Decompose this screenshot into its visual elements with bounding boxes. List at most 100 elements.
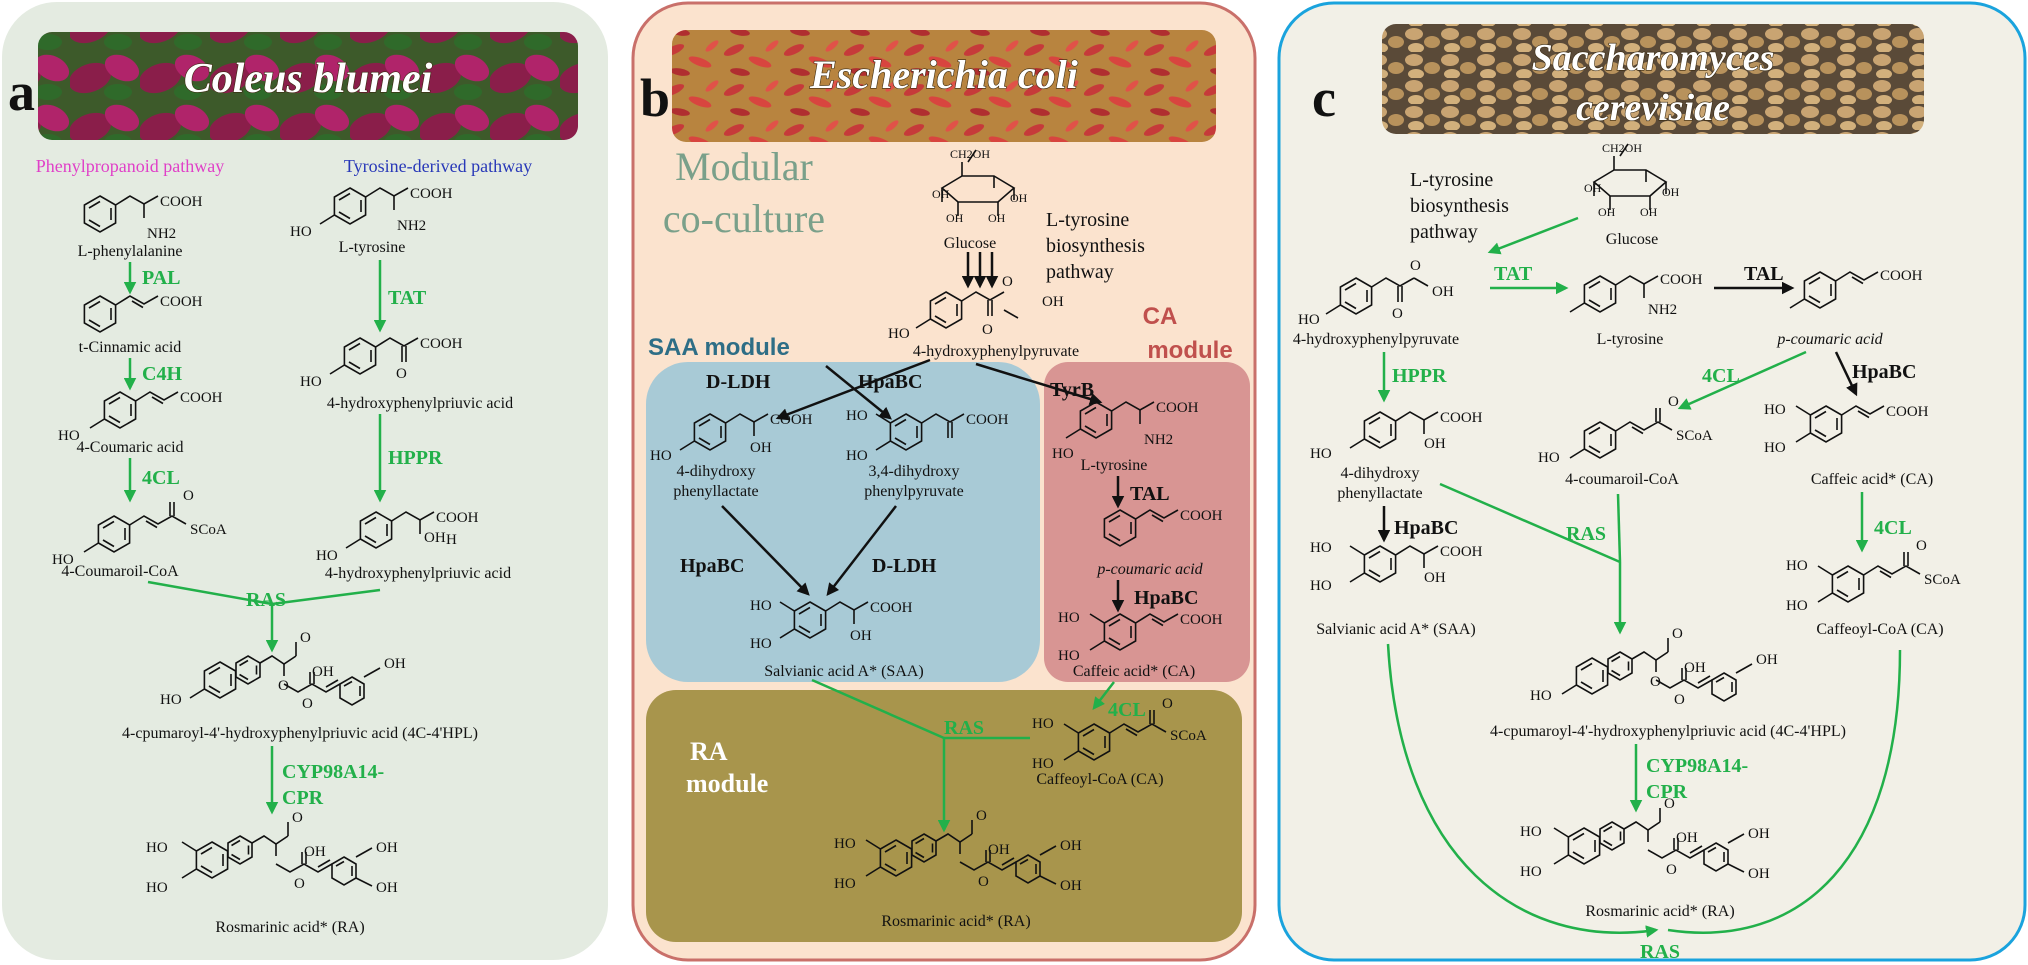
svg-text:O: O	[982, 322, 993, 338]
enzyme-hpabc-b2: HpaBC	[680, 555, 744, 577]
svg-text:O: O	[278, 678, 289, 694]
svg-text:HO: HO	[1310, 578, 1332, 594]
banner-a-image	[38, 32, 578, 140]
structure-dihydroxyphenyllactate-c: HO COOH OH	[1310, 410, 1483, 462]
svg-text:OH: OH	[1676, 830, 1698, 846]
svg-text:OH: OH	[1748, 866, 1770, 882]
svg-text:O: O	[1672, 626, 1683, 642]
svg-text:HO: HO	[888, 326, 910, 342]
label-p-coumaric-acid-b: p-coumaric acid	[1096, 561, 1203, 578]
enzyme-cyp98a14-a: CYP98A14-	[282, 761, 384, 783]
svg-text:COOH: COOH	[410, 186, 453, 202]
panel-c: Saccharomyces cerevisiae c L-tyrosine bi…	[1277, 1, 2027, 963]
svg-text:OH: OH	[424, 530, 446, 546]
enzyme-ras-c1: RAS	[1566, 523, 1606, 545]
enzyme-4cl-a: 4CL	[142, 467, 180, 489]
structure-rosmarinic-acid-b: HO HO O OH O OH OH	[834, 808, 1082, 894]
svg-text:OH: OH	[1756, 652, 1778, 668]
svg-text:O: O	[1162, 696, 1173, 712]
svg-text:O: O	[1916, 538, 1927, 554]
tyrosine-derived-pathway-label: Tyrosine-derived pathway	[344, 156, 532, 176]
svg-text:CH2OH: CH2OH	[1602, 141, 1642, 155]
svg-text:HO: HO	[1764, 402, 1786, 418]
svg-text:COOH: COOH	[1880, 268, 1923, 284]
svg-text:SCoA: SCoA	[1924, 572, 1961, 588]
svg-text:COOH: COOH	[436, 510, 479, 526]
label-4-hydroxyphenylpyruvate-c: 4-hydroxyphenylpyruvate	[1293, 331, 1459, 348]
svg-text:OH: OH	[932, 187, 950, 201]
enzyme-hpabc-b1: HpaBC	[858, 371, 922, 393]
label-4c-4hpl-c: 4-cpumaroyl-4'-hydroxyphenylpriuvic acid…	[1490, 723, 1846, 740]
svg-text:COOH: COOH	[1156, 400, 1199, 416]
label-4-coumaroil-coa-c: 4-coumaroil-CoA	[1565, 471, 1679, 488]
label-glucose-b: Glucose	[944, 235, 996, 252]
svg-text:COOH: COOH	[1180, 508, 1223, 524]
enzyme-hpabc-c1: HpaBC	[1394, 517, 1458, 539]
label-4-hydroxyphenyllactate-a: 4-hydroxyphenylpriuvic acid	[325, 565, 511, 582]
enzyme-tal-b: TAL	[1130, 483, 1170, 505]
svg-text:HO: HO	[316, 548, 338, 564]
svg-text:COOH: COOH	[160, 194, 203, 210]
label-salvianic-acid-a-c: Salvianic acid A* (SAA)	[1316, 621, 1476, 638]
label-t-cinnamic-acid: t-Cinnamic acid	[79, 339, 182, 356]
label-dhpl-c-1: 4-dihydroxy	[1340, 465, 1419, 482]
co-culture-title: co-culture	[663, 196, 825, 241]
ca-module-title-1: CA	[1143, 303, 1178, 330]
svg-text:OH: OH	[750, 440, 772, 456]
enzyme-hppr-a: HPPR	[388, 447, 443, 469]
svg-text:COOH: COOH	[966, 412, 1009, 428]
modular-title: Modular	[675, 144, 813, 189]
structure-l-tyrosine-a: HO COOH NH2	[290, 186, 453, 240]
structure-salvianic-acid-a-b: HO HO COOH OH	[750, 598, 913, 652]
label-salvianic-acid-a-b: Salvianic acid A* (SAA)	[764, 663, 924, 680]
phenylpropanoid-pathway-label: Phenylpropanoid pathway	[36, 156, 224, 176]
svg-text:OH: OH	[1010, 191, 1028, 205]
svg-text:HO: HO	[834, 836, 856, 852]
svg-text:OH: OH	[1432, 284, 1454, 300]
svg-text:NH2: NH2	[397, 218, 426, 234]
structure-salvianic-acid-a-c: HO HO COOH OH	[1310, 540, 1483, 594]
enzyme-cpr-c: CPR	[1646, 781, 1688, 803]
ra-module-title-2: module	[686, 769, 768, 798]
structure-4-hydroxyphenylpyruvic-acid-a: HO COOH O	[300, 336, 463, 390]
banner-c-title-1: Saccharomyces	[1532, 37, 1775, 79]
svg-text:O: O	[978, 874, 989, 890]
svg-text:OH: OH	[988, 211, 1006, 225]
label-4-coumaroil-coa: 4-Coumaroil-CoA	[61, 563, 179, 580]
svg-text:OH: OH	[376, 880, 398, 896]
svg-text:SCoA: SCoA	[190, 522, 227, 538]
svg-text:HO: HO	[146, 880, 168, 896]
svg-text:HO: HO	[1310, 540, 1332, 556]
enzyme-4cl-c1: 4CL	[1702, 365, 1740, 387]
svg-text:HO: HO	[834, 876, 856, 892]
structure-caffeic-acid-b: HO HO COOH	[1058, 610, 1223, 664]
label-l-tyrosine-b: L-tyrosine	[1081, 457, 1148, 474]
label-l-tyrosine-c: L-tyrosine	[1597, 331, 1664, 348]
svg-text:SCoA: SCoA	[1170, 728, 1207, 744]
banner-c-title-2: cerevisiae	[1576, 87, 1730, 129]
svg-text:HO: HO	[1520, 824, 1542, 840]
saa-module-title: SAA module	[648, 334, 790, 361]
svg-text:COOH: COOH	[420, 336, 463, 352]
svg-text:OH: OH	[1060, 878, 1082, 894]
svg-text:OH: OH	[1424, 570, 1446, 586]
enzyme-pal: PAL	[142, 267, 181, 289]
label-4-hydroxyphenylpyruvic-acid-a: 4-hydroxyphenylpriuvic acid	[327, 395, 513, 412]
svg-text:HO: HO	[1032, 756, 1054, 772]
svg-text:H: H	[446, 532, 457, 548]
svg-text:COOH: COOH	[1886, 404, 1929, 420]
structure-4-coumaroil-coa-c: HO O SCoA	[1538, 394, 1713, 466]
svg-text:HO: HO	[1764, 440, 1786, 456]
svg-text:OH: OH	[1684, 660, 1706, 676]
structure-l-tyrosine-c: COOH NH2	[1569, 272, 1703, 318]
svg-text:HO: HO	[1530, 688, 1552, 704]
svg-text:HO: HO	[58, 428, 80, 444]
label-caffeic-acid-c: Caffeic acid* (CA)	[1811, 471, 1933, 488]
structure-rosmarinic-acid-a: HO HO O OH O OH OH	[146, 810, 398, 896]
structure-4-hydroxyphenyllactate-a: HO COOH OH H	[316, 510, 479, 564]
panel-c-background	[1277, 1, 2027, 962]
structure-4-hydroxyphenylpyruvate-b: HO O OH O	[888, 274, 1064, 342]
svg-text:HO: HO	[1032, 716, 1054, 732]
banner-a-title: Coleus blumei	[184, 56, 433, 102]
panel-b-letter: b	[640, 68, 670, 128]
